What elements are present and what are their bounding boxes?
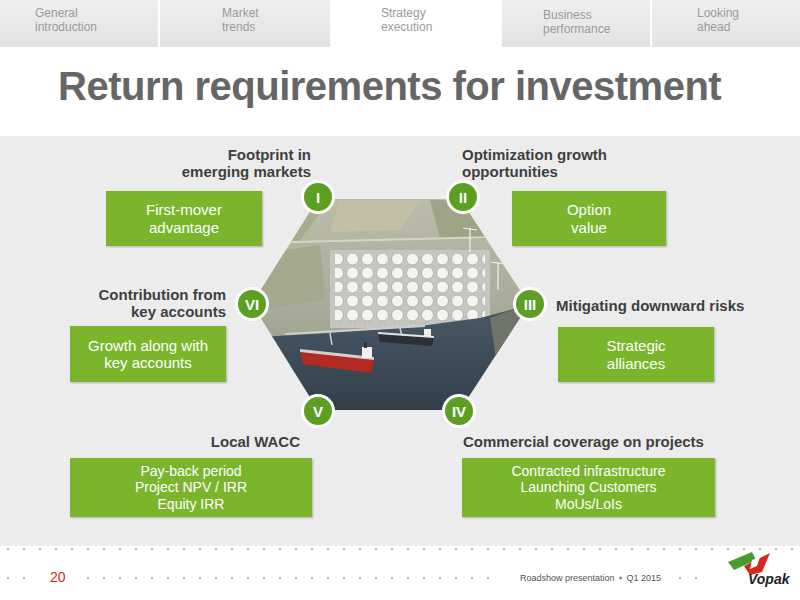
- terminal-photo-part: [250, 236, 535, 243]
- criterion-box: Optimization growth opportunitiesOption …: [512, 191, 666, 246]
- criterion-box: Local WACCPay-back periodProject NPV / I…: [70, 458, 312, 517]
- box-text: Strategic alliances: [591, 337, 681, 372]
- terminal-photo-part: [469, 228, 470, 252]
- box-text: Equity IRR: [158, 496, 225, 512]
- box-text: Launching Customers: [520, 479, 656, 495]
- terminal-photo-part: [330, 200, 420, 232]
- callout-number: V: [313, 404, 323, 419]
- box-text: Pay-back period: [140, 463, 241, 479]
- terminal-photo-part: [497, 262, 498, 290]
- footer-dots: [8, 549, 796, 580]
- footer-dots-part: [88, 577, 504, 580]
- terminal-photo-part: [364, 342, 367, 348]
- terminal-photo-part: [463, 228, 477, 230]
- nav-tab: Strategy execution: [332, 0, 500, 47]
- box-text: Growth along with key accounts: [86, 337, 211, 372]
- terminal-photo-part: [330, 250, 490, 328]
- roman-numeral-badge: IV: [442, 394, 476, 428]
- nav-tab: Business performance: [502, 0, 650, 47]
- page-number: 20: [50, 569, 66, 585]
- footer-dots-part: [619, 577, 622, 580]
- terminal-photo-part: [424, 329, 431, 336]
- section-heading: Optimization growth opportunities: [462, 146, 632, 181]
- footer-dots-part: [8, 577, 40, 580]
- content-panel: [0, 136, 800, 546]
- terminal-photo: [240, 195, 540, 420]
- roman-numeral-badge: I: [301, 180, 335, 214]
- nav-tab: Looking ahead: [652, 0, 800, 47]
- roman-numeral-badge: III: [513, 287, 547, 321]
- roman-numeral-badge: V: [301, 394, 335, 428]
- footer-date: Q1 2015: [627, 573, 662, 583]
- callout-number: I: [316, 190, 320, 205]
- box-text: Option value: [552, 201, 627, 236]
- nav-tab: General introduction: [0, 0, 158, 47]
- section-heading: Commercial coverage on projects: [463, 433, 763, 450]
- nav-tab-label: Business performance: [543, 8, 623, 37]
- callout-number: III: [524, 297, 537, 312]
- box-text: First-mover advantage: [134, 201, 234, 236]
- nav-tab-label: General introduction: [35, 6, 115, 35]
- nav-tab-label: Looking ahead: [697, 6, 749, 35]
- footer-dots-part: [680, 577, 712, 580]
- nav-tab-label: Strategy execution: [381, 6, 443, 35]
- vopak-logo-mark-part: [750, 557, 760, 569]
- section-heading: Contribution from key accounts: [86, 286, 226, 321]
- footer-text: Roadshow presentation: [520, 573, 615, 583]
- nav-tab-label: Market trends: [222, 6, 277, 35]
- callout-number: VI: [245, 297, 259, 312]
- section-heading: Footprint in emerging markets: [171, 146, 311, 181]
- roman-numeral-badge: VI: [235, 287, 269, 321]
- callout-number: II: [459, 190, 467, 205]
- terminal-photo-part: [362, 347, 372, 358]
- criterion-box: Mitigating downward risksStrategic allia…: [558, 327, 714, 382]
- box-text: Project NPV / IRR: [135, 479, 247, 495]
- logo-wordmark: Vopak: [748, 571, 790, 587]
- criterion-box: Footprint in emerging marketsFirst-mover…: [106, 191, 262, 246]
- criterion-box: Commercial coverage on projectsContracte…: [462, 458, 715, 517]
- section-heading: Local WACC: [100, 433, 300, 450]
- terminal-photo-part: [491, 262, 505, 264]
- criterion-box: Contribution from key accountsGrowth alo…: [70, 326, 226, 382]
- terminal-photo-part: [285, 326, 425, 334]
- section-heading: Mitigating downward risks: [556, 297, 786, 314]
- nav-tab: Market trends: [160, 0, 330, 47]
- roman-numeral-badge: II: [446, 180, 480, 214]
- terminal-photo-part: [335, 254, 485, 324]
- box-text: MoUs/LoIs: [555, 496, 622, 512]
- slide-title: Return requirements for investment: [58, 64, 721, 109]
- terminal-photo-part: [330, 333, 332, 345]
- box-text: Contracted infrastructure: [511, 463, 665, 479]
- footer-dots-part: [8, 548, 796, 551]
- callout-number: IV: [452, 404, 466, 419]
